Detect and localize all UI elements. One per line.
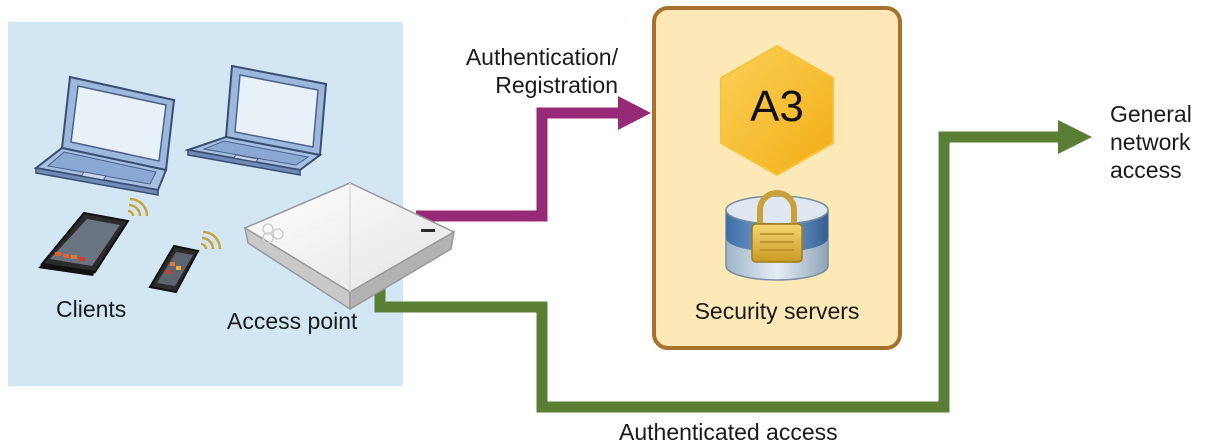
a3-logo-text: A3 (750, 82, 804, 131)
smartphone-icon (148, 244, 200, 294)
clients-label: Clients (56, 296, 127, 322)
wifi-signal-icon (200, 230, 222, 250)
lock-database-icon (725, 190, 829, 281)
authentication-label-line1: Authentication/ (465, 44, 618, 70)
laptop-icon (184, 64, 328, 176)
general-network-access-label: General network access (1110, 100, 1192, 184)
general-label-line3: access (1110, 157, 1182, 183)
access-point-label: Access point (227, 308, 358, 334)
laptop-icon (33, 75, 176, 196)
wifi-signal-icon (127, 197, 149, 217)
tablet-icon (38, 211, 130, 276)
authenticated-access-label: Authenticated access (619, 419, 838, 445)
general-label-line1: General (1110, 101, 1192, 127)
general-label-line2: network (1110, 129, 1191, 155)
authentication-label: Authentication/ Registration (432, 43, 618, 99)
auth-arrow (416, 96, 651, 222)
security-servers-box (652, 6, 902, 350)
authentication-label-line2: Registration (495, 72, 618, 98)
a3-hexagon-logo (720, 44, 834, 177)
access-arrow (374, 120, 1092, 413)
access-point-device-icon (243, 182, 456, 311)
security-servers-label: Security servers (694, 298, 860, 324)
